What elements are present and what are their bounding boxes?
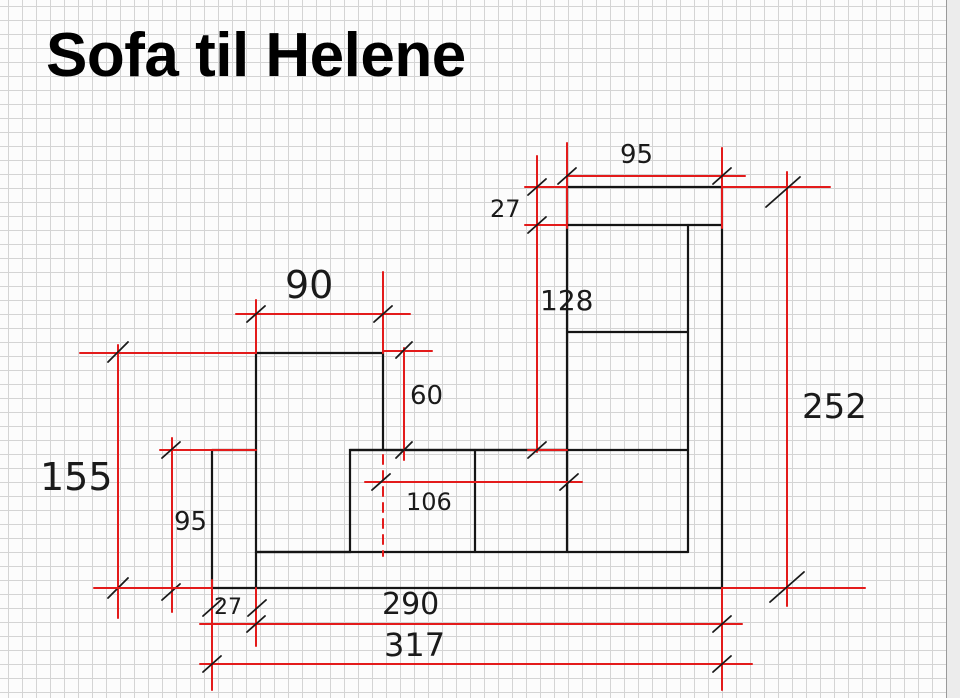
label-top-width: 95	[620, 140, 653, 170]
label-backrest-depth: 27	[490, 195, 521, 223]
label-total-width: 317	[384, 626, 445, 664]
drawing-title: Sofa til Helene	[46, 21, 466, 90]
label-inner-width: 290	[382, 587, 439, 622]
label-module-depth: 60	[410, 381, 443, 411]
label-module-width: 90	[285, 263, 333, 307]
left-seat-module	[254, 351, 385, 452]
label-total-depth: 252	[802, 387, 867, 427]
dimension-labels: 95 27 128 252 90 60 155 95 106 27 290 31…	[40, 140, 867, 664]
label-middle-width: 106	[406, 488, 452, 516]
label-arm-width: 27	[214, 595, 242, 620]
dimension-lines	[79, 142, 866, 691]
label-left-height: 155	[40, 455, 113, 499]
label-chaise-length: 128	[540, 284, 593, 317]
canvas-edge	[946, 0, 960, 698]
sofa-outer-outline	[210, 185, 724, 590]
label-arm-height: 95	[174, 507, 207, 537]
sofa-outline	[210, 185, 724, 590]
